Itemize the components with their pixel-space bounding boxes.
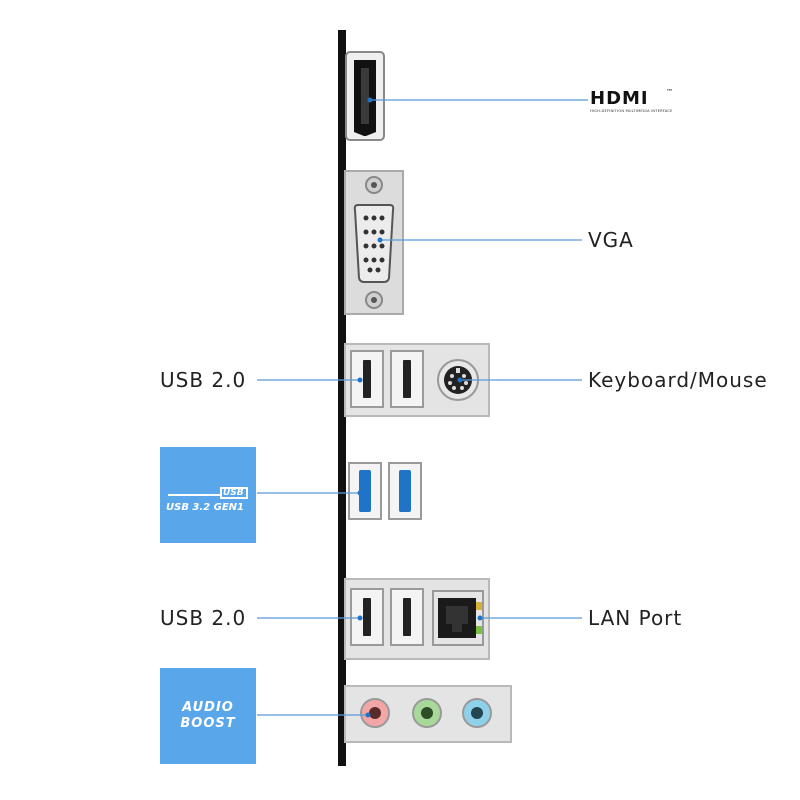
audio-boost-line1: AUDIO [182, 700, 234, 715]
usb2-port [350, 588, 384, 646]
usb3-port [348, 462, 382, 520]
usb20-top-label: USB 2.0 [160, 368, 247, 392]
keyboard-mouse-label: Keyboard/Mouse [588, 368, 768, 392]
usb-logo-text: USB [223, 488, 244, 498]
audio-jack-blue [462, 698, 492, 728]
hdmi-port [344, 50, 386, 142]
usb32-gen1-text: USB 3.2 GEN1 [166, 502, 244, 513]
usb-logo-box [220, 487, 248, 499]
usb2-port [350, 350, 384, 408]
audio-boost-badge: AUDIO BOOST [160, 668, 256, 764]
hdmi-logo-subtext: HIGH-DEFINITION MULTIMEDIA INTERFACE [590, 109, 673, 113]
audio-jack-green [412, 698, 442, 728]
usb-logo-line [168, 494, 222, 496]
audio-boost-line2: BOOST [180, 716, 236, 731]
vga-port [344, 170, 404, 315]
usb20-bottom-label: USB 2.0 [160, 606, 247, 630]
lan-port-label: LAN Port [588, 606, 683, 630]
usb3-port [388, 462, 422, 520]
usb2-port [390, 350, 424, 408]
vga-label: VGA [588, 228, 634, 252]
lan-port [432, 590, 484, 646]
hdmi-logo: HDMI ™ HIGH-DEFINITION MULTIMEDIA INTERF… [590, 88, 685, 118]
audio-jack-pink [360, 698, 390, 728]
io-shield-bar [338, 30, 346, 766]
usb32-gen1-badge: USB USB 3.2 GEN1 [160, 447, 256, 543]
hdmi-logo-text: HDMI [590, 88, 649, 109]
usb2-port [390, 588, 424, 646]
hdmi-trademark: ™ [666, 88, 673, 96]
